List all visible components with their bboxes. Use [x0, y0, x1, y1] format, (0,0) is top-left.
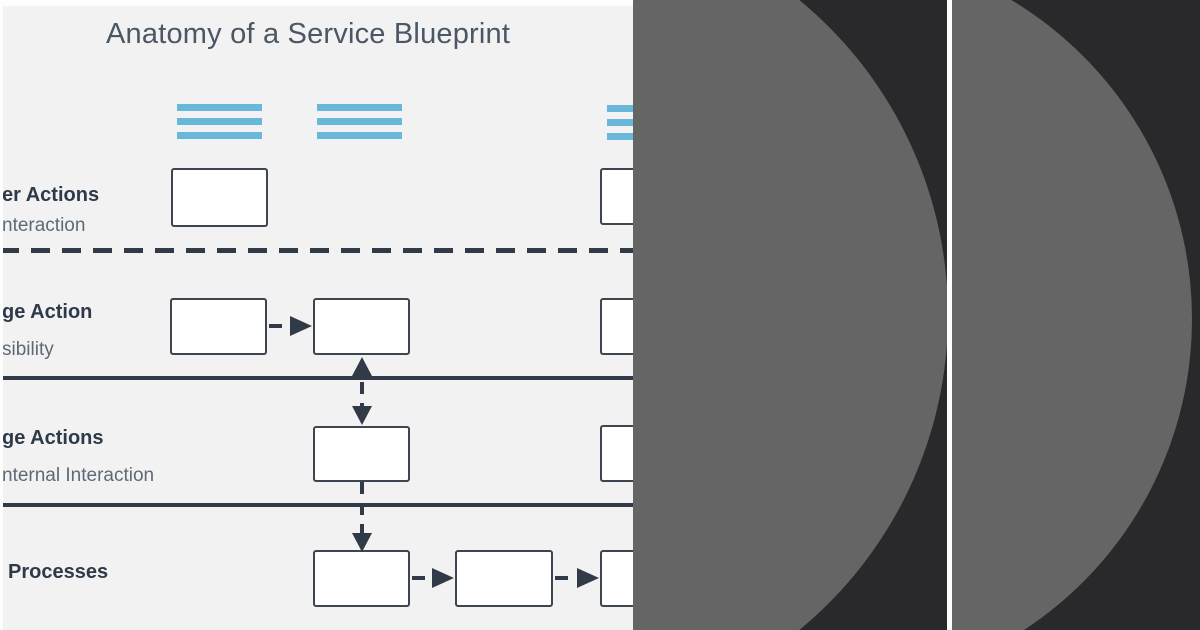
lane-4-label: Processes	[8, 561, 109, 583]
arrow-right-icon	[577, 568, 599, 588]
process-box	[313, 550, 410, 607]
panel-gap	[947, 0, 952, 630]
process-box	[313, 298, 410, 355]
process-box	[170, 298, 267, 355]
blue-bar	[177, 132, 262, 139]
blue-bar	[317, 118, 402, 125]
line-of-interaction	[0, 248, 700, 253]
page-edge-left	[0, 0, 3, 630]
lane-3-sublabel: nternal Interaction	[2, 465, 155, 486]
evidence-lines-icon	[317, 104, 402, 139]
line-of-visibility	[0, 376, 700, 380]
lane-1-label: er Actions	[2, 184, 100, 206]
arrow-right-icon	[290, 316, 312, 336]
blue-bar	[177, 104, 262, 111]
lane-3-label: ge Actions	[2, 427, 104, 449]
lane-2-label: ge Action	[2, 301, 93, 323]
diagram-title: Anatomy of a Service Blueprint	[106, 18, 511, 50]
connector-dash	[360, 482, 364, 536]
connector-dash	[555, 576, 568, 580]
blue-bar	[317, 132, 402, 139]
lane-1-sublabel: nteraction	[2, 215, 86, 236]
blue-bar	[177, 118, 262, 125]
connector-dash	[412, 576, 425, 580]
overlay-panel-left	[633, 0, 947, 630]
decorative-circle	[952, 0, 1192, 630]
connector-dash	[269, 324, 282, 328]
arrow-right-icon	[432, 568, 454, 588]
arrow-down-icon	[352, 533, 372, 552]
overlay-panel-right	[952, 0, 1200, 630]
line-of-internal-interaction	[0, 503, 700, 507]
process-box	[171, 168, 268, 227]
arrow-down-icon	[352, 406, 372, 425]
connector-dash	[360, 382, 364, 406]
arrow-up-icon	[352, 357, 372, 376]
process-box	[313, 426, 410, 482]
blue-bar	[317, 104, 402, 111]
lane-2-sublabel: sibility	[2, 339, 54, 360]
process-box	[455, 550, 553, 607]
decorative-circle	[633, 0, 947, 630]
evidence-lines-icon	[177, 104, 262, 139]
page-edge-top	[0, 0, 633, 6]
